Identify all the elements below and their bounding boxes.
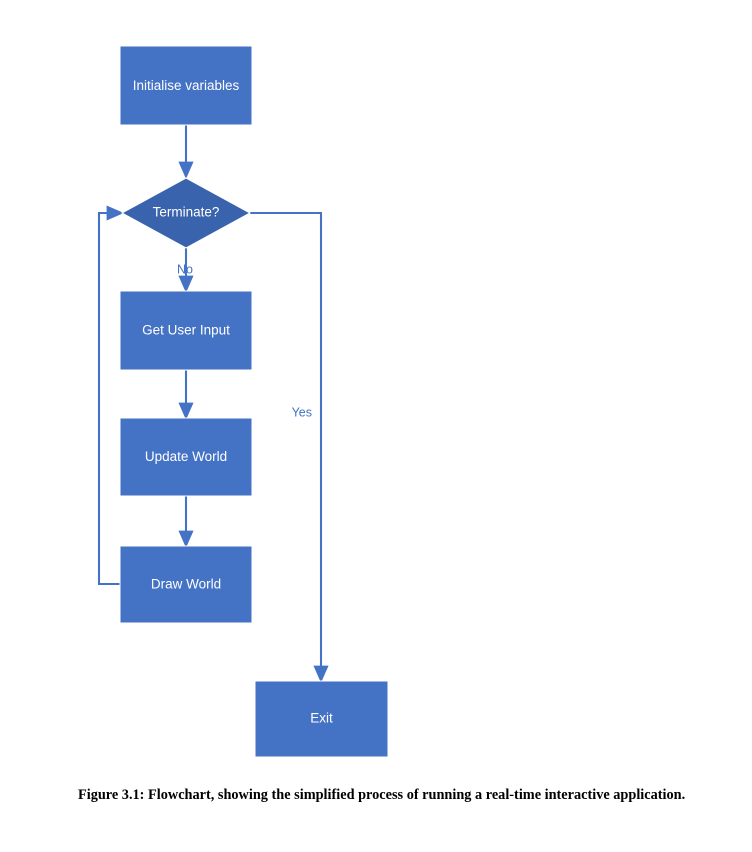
connector-layer bbox=[97, 125, 329, 683]
edge-label-yes: Yes bbox=[292, 405, 312, 419]
decision-diamond-shape bbox=[120, 177, 252, 249]
flowchart-diagram: Initialise variables Terminate? Get User… bbox=[97, 45, 389, 758]
node-exit[interactable]: Exit bbox=[254, 680, 389, 758]
edge-label-no: No bbox=[177, 262, 193, 276]
process-box-shape bbox=[119, 45, 253, 126]
node-label-get-user-input: Get User Input bbox=[142, 323, 230, 338]
node-terminate[interactable]: Terminate? bbox=[120, 177, 252, 249]
node-get-user-input[interactable]: Get User Input bbox=[119, 290, 253, 371]
node-draw-world[interactable]: Draw World bbox=[119, 545, 253, 624]
process-box-shape bbox=[254, 680, 389, 758]
process-box-shape bbox=[119, 290, 253, 371]
node-update-world[interactable]: Update World bbox=[119, 417, 253, 497]
process-box-shape bbox=[119, 545, 253, 624]
node-label-update-world: Update World bbox=[145, 449, 227, 464]
node-initialise-variables[interactable]: Initialise variables bbox=[119, 45, 253, 126]
edge-draw-world-to-terminate-loop bbox=[97, 205, 124, 586]
process-box-shape bbox=[119, 417, 253, 497]
node-label-initialise-variables: Initialise variables bbox=[133, 78, 240, 93]
node-label-terminate: Terminate? bbox=[153, 205, 220, 220]
node-label-draw-world: Draw World bbox=[151, 577, 221, 592]
figure-caption: Figure 3.1: Flowchart, showing the simpl… bbox=[78, 787, 686, 803]
edge-terminate-to-exit bbox=[250, 211, 329, 683]
node-label-exit: Exit bbox=[310, 711, 333, 726]
